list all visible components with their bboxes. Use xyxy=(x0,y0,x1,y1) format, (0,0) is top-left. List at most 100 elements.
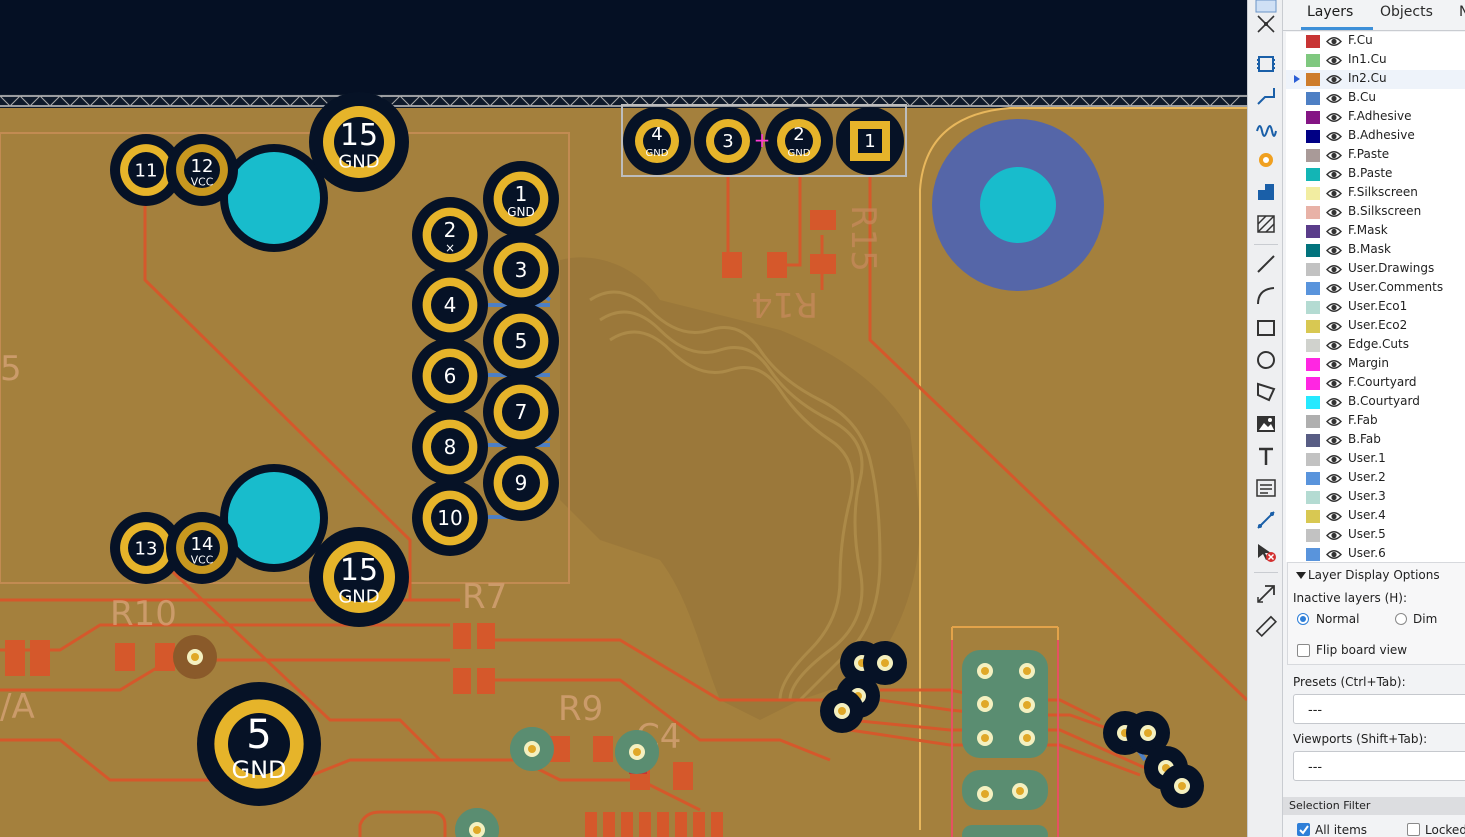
via[interactable] xyxy=(1160,764,1204,808)
visibility-eye-icon[interactable] xyxy=(1326,263,1342,276)
visibility-eye-icon[interactable] xyxy=(1326,434,1342,447)
route-track-icon[interactable] xyxy=(1252,82,1280,110)
visibility-eye-icon[interactable] xyxy=(1326,73,1342,86)
layer-color-swatch[interactable] xyxy=(1306,244,1320,257)
layer-color-swatch[interactable] xyxy=(1306,358,1320,371)
visibility-eye-icon[interactable] xyxy=(1326,149,1342,162)
layer-row[interactable]: In1.Cu xyxy=(1286,51,1465,70)
layer-row[interactable]: User.4 xyxy=(1286,507,1465,526)
via[interactable] xyxy=(820,689,864,733)
layer-color-swatch[interactable] xyxy=(1306,92,1320,105)
visibility-eye-icon[interactable] xyxy=(1326,206,1342,219)
layer-color-swatch[interactable] xyxy=(1306,396,1320,409)
draw-polygon-icon[interactable] xyxy=(1252,378,1280,406)
display-options-title[interactable]: Layer Display Options xyxy=(1308,568,1440,582)
via[interactable] xyxy=(977,696,993,712)
layer-row[interactable]: User.Comments xyxy=(1286,279,1465,298)
layer-color-swatch[interactable] xyxy=(1306,529,1320,542)
via[interactable] xyxy=(173,635,217,679)
layer-row[interactable]: B.Paste xyxy=(1286,165,1465,184)
via[interactable] xyxy=(1126,711,1170,755)
tune-length-icon[interactable] xyxy=(1252,114,1280,142)
delete-tool-icon[interactable] xyxy=(1252,538,1280,566)
connector-pad[interactable]: 10 xyxy=(412,480,488,556)
visibility-eye-icon[interactable] xyxy=(1326,187,1342,200)
via[interactable] xyxy=(863,641,907,685)
via[interactable] xyxy=(615,730,659,774)
visibility-eye-icon[interactable] xyxy=(1326,491,1342,504)
layer-row[interactable]: In2.Cu xyxy=(1286,70,1465,89)
layer-row[interactable]: Edge.Cuts xyxy=(1286,336,1465,355)
locked-items-checkbox[interactable] xyxy=(1407,823,1420,836)
connector-pad[interactable]: 11 xyxy=(110,134,182,206)
layer-color-swatch[interactable] xyxy=(1306,320,1320,333)
layer-color-swatch[interactable] xyxy=(1306,206,1320,219)
visibility-eye-icon[interactable] xyxy=(1326,320,1342,333)
normal-radio[interactable] xyxy=(1297,613,1309,625)
via[interactable] xyxy=(1019,730,1035,746)
layer-row[interactable]: B.Mask xyxy=(1286,241,1465,260)
add-text-icon[interactable] xyxy=(1252,442,1280,470)
layer-row[interactable]: F.Silkscreen xyxy=(1286,184,1465,203)
layer-color-swatch[interactable] xyxy=(1306,415,1320,428)
layer-row[interactable]: User.Eco2 xyxy=(1286,317,1465,336)
via[interactable] xyxy=(977,663,993,679)
layer-row[interactable]: F.Fab xyxy=(1286,412,1465,431)
visibility-eye-icon[interactable] xyxy=(1326,54,1342,67)
via[interactable] xyxy=(455,808,499,837)
visibility-eye-icon[interactable] xyxy=(1326,377,1342,390)
visibility-eye-icon[interactable] xyxy=(1326,92,1342,105)
layer-color-swatch[interactable] xyxy=(1306,453,1320,466)
via[interactable] xyxy=(1019,697,1035,713)
connector-pad[interactable]: 2× xyxy=(412,197,488,273)
layer-color-swatch[interactable] xyxy=(1306,377,1320,390)
draw-rectangle-icon[interactable] xyxy=(1252,314,1280,342)
visibility-eye-icon[interactable] xyxy=(1326,548,1342,561)
layer-color-swatch[interactable] xyxy=(1306,301,1320,314)
connector-pad[interactable]: 5 xyxy=(483,303,559,379)
layer-row[interactable]: F.Courtyard xyxy=(1286,374,1465,393)
visibility-eye-icon[interactable] xyxy=(1326,111,1342,124)
flip-board-checkbox[interactable] xyxy=(1297,644,1310,657)
layer-color-swatch[interactable] xyxy=(1306,187,1320,200)
layer-color-swatch[interactable] xyxy=(1306,491,1320,504)
layer-row[interactable]: B.Cu xyxy=(1286,89,1465,108)
add-textbox-icon[interactable] xyxy=(1252,474,1280,502)
visibility-eye-icon[interactable] xyxy=(1326,339,1342,352)
draw-line-icon[interactable] xyxy=(1252,250,1280,278)
add-footprint-icon[interactable] xyxy=(1252,50,1280,78)
layer-row[interactable]: F.Mask xyxy=(1286,222,1465,241)
via[interactable] xyxy=(977,730,993,746)
layer-row[interactable]: F.Paste xyxy=(1286,146,1465,165)
via[interactable] xyxy=(1019,663,1035,679)
visibility-eye-icon[interactable] xyxy=(1326,130,1342,143)
visibility-eye-icon[interactable] xyxy=(1326,358,1342,371)
connector-pad[interactable]: 4 xyxy=(412,267,488,343)
layer-color-swatch[interactable] xyxy=(1306,339,1320,352)
layer-row[interactable]: User.6 xyxy=(1286,545,1465,564)
dim-radio[interactable] xyxy=(1395,613,1407,625)
visibility-eye-icon[interactable] xyxy=(1326,453,1342,466)
via[interactable] xyxy=(1012,783,1028,799)
layer-color-swatch[interactable] xyxy=(1306,548,1320,561)
add-image-icon[interactable] xyxy=(1252,410,1280,438)
layer-color-swatch[interactable] xyxy=(1306,282,1320,295)
header-pad[interactable]: 1 xyxy=(836,107,904,175)
layer-color-swatch[interactable] xyxy=(1306,434,1320,447)
layer-color-swatch[interactable] xyxy=(1306,168,1320,181)
draw-circle-icon[interactable] xyxy=(1252,346,1280,374)
layer-row[interactable]: User.2 xyxy=(1286,469,1465,488)
via[interactable] xyxy=(510,727,554,771)
layer-row[interactable]: User.Eco1 xyxy=(1286,298,1465,317)
layer-row[interactable]: F.Cu xyxy=(1286,32,1465,51)
layer-color-swatch[interactable] xyxy=(1306,130,1320,143)
layer-row[interactable]: B.Silkscreen xyxy=(1286,203,1465,222)
visibility-eye-icon[interactable] xyxy=(1326,35,1342,48)
